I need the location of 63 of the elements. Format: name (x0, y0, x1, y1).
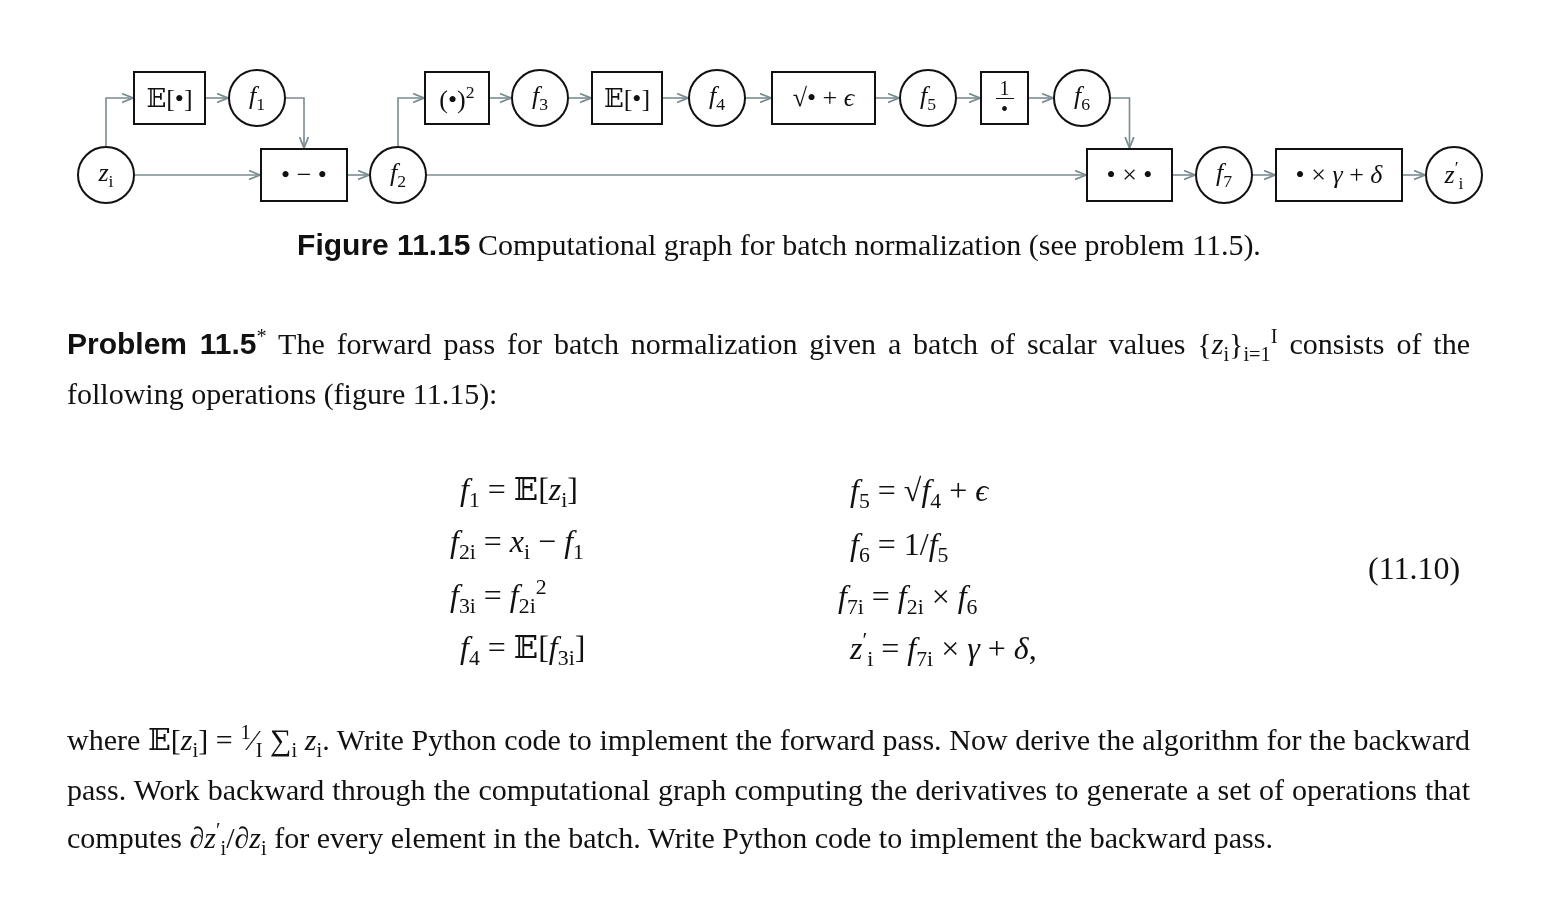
operation-label: • × γ + δ (1295, 160, 1383, 190)
operation-label: (•)$^{2}$ (439, 81, 475, 115)
arrow (745, 92, 772, 104)
variable-circle (1425, 146, 1483, 204)
equation: f$_{7i}$ = f$_{2i}$ × f$_{6}$ (838, 578, 978, 621)
equation: z$^{′}$$_{i}$ = f$_{7i}$ × γ + δ, (850, 628, 1037, 673)
paragraph: Problem 11.5$^{*}$ The forward pass for batch normalization given a batch of scalar values {z$_{i}$}$_{i=1}$$^{I}$ consists of the following operations (figure 11.15): (67, 324, 1470, 412)
equation: f$_{4}$ = 𝔼[f$_{3i}$] (460, 628, 586, 672)
operation-box (980, 71, 1029, 125)
equation: f$_{6}$ = 1/f$_{5}$ (850, 526, 949, 569)
arrow (285, 97, 310, 149)
arrow (489, 92, 512, 104)
operation-label: 𝔼[•] (146, 82, 193, 114)
operation-box (424, 71, 490, 125)
arrow (1110, 97, 1135, 149)
operation-label: • − • (281, 160, 327, 190)
variable-circle (228, 69, 286, 127)
variable-circle (688, 69, 746, 127)
paragraph: where 𝔼[z$_{i}$] = $^{1}$⁄$_{I}$ ∑$_{i}$ z$_{i}$. Write Python code to implement the forward pass. Now derive the algorithm for the backward pass. Work backward through the computational graph computing the derivatives to generate a set of operations that computes ∂z$^{′}$$_{i}$/∂z$_{i}$ for every element in the batch. Write Python code to implement the backward pass. (67, 720, 1470, 861)
variable-circle (511, 69, 569, 127)
arrow (426, 169, 1087, 181)
fraction-denominator: • (1001, 98, 1008, 119)
arrow (1402, 169, 1426, 181)
operation-box (1275, 148, 1403, 202)
arrow (397, 92, 425, 147)
variable-circle (1195, 146, 1253, 204)
variable-label: f$_{4}$ (708, 80, 726, 116)
operation-box (1086, 148, 1173, 202)
variable-label: f$_{5}$ (919, 80, 937, 116)
arrow (347, 169, 370, 181)
arrow (205, 92, 229, 104)
fraction-numerator: 1 (995, 77, 1014, 99)
variable-circle (369, 146, 427, 204)
variable-circle (899, 69, 957, 127)
figure-caption: Figure 11.15 Computational graph for batch normalization (see problem 11.5). (296, 228, 1262, 262)
variable-label: z$_{i}$ (98, 157, 114, 193)
operation-box (260, 148, 348, 202)
equation: f$_{1}$ = 𝔼[z$_{i}$] (460, 470, 578, 514)
arrow (1252, 169, 1276, 181)
arrow (1172, 169, 1196, 181)
operation-box (591, 71, 663, 125)
variable-circle (1053, 69, 1111, 127)
operation-label: 𝔼[•] (603, 82, 651, 114)
variable-label: f$_{6}$ (1073, 80, 1091, 116)
arrow (105, 92, 134, 147)
operation-box (771, 71, 876, 125)
operation-label: • × • (1106, 160, 1153, 190)
arrow (875, 92, 900, 104)
arrow (956, 92, 981, 104)
equation: f$_{5}$ = √f$_{4}$ + ϵ (850, 472, 989, 515)
operation-box (133, 71, 206, 125)
arrow (1028, 92, 1054, 104)
equation: f$_{2i}$ = x$_{i}$ − f$_{1}$ (450, 523, 584, 566)
variable-label: f$_{1}$ (248, 80, 266, 116)
variable-circle (77, 146, 135, 204)
operation-label: √• + ϵ (792, 83, 855, 113)
arrow (134, 169, 261, 181)
variable-label: f$_{3}$ (531, 80, 549, 116)
variable-label: f$_{7}$ (1215, 157, 1233, 193)
equation-number: (11.10) (1368, 550, 1461, 587)
variable-label: f$_{2}$ (389, 157, 407, 193)
arrow (568, 92, 592, 104)
arrow (662, 92, 689, 104)
